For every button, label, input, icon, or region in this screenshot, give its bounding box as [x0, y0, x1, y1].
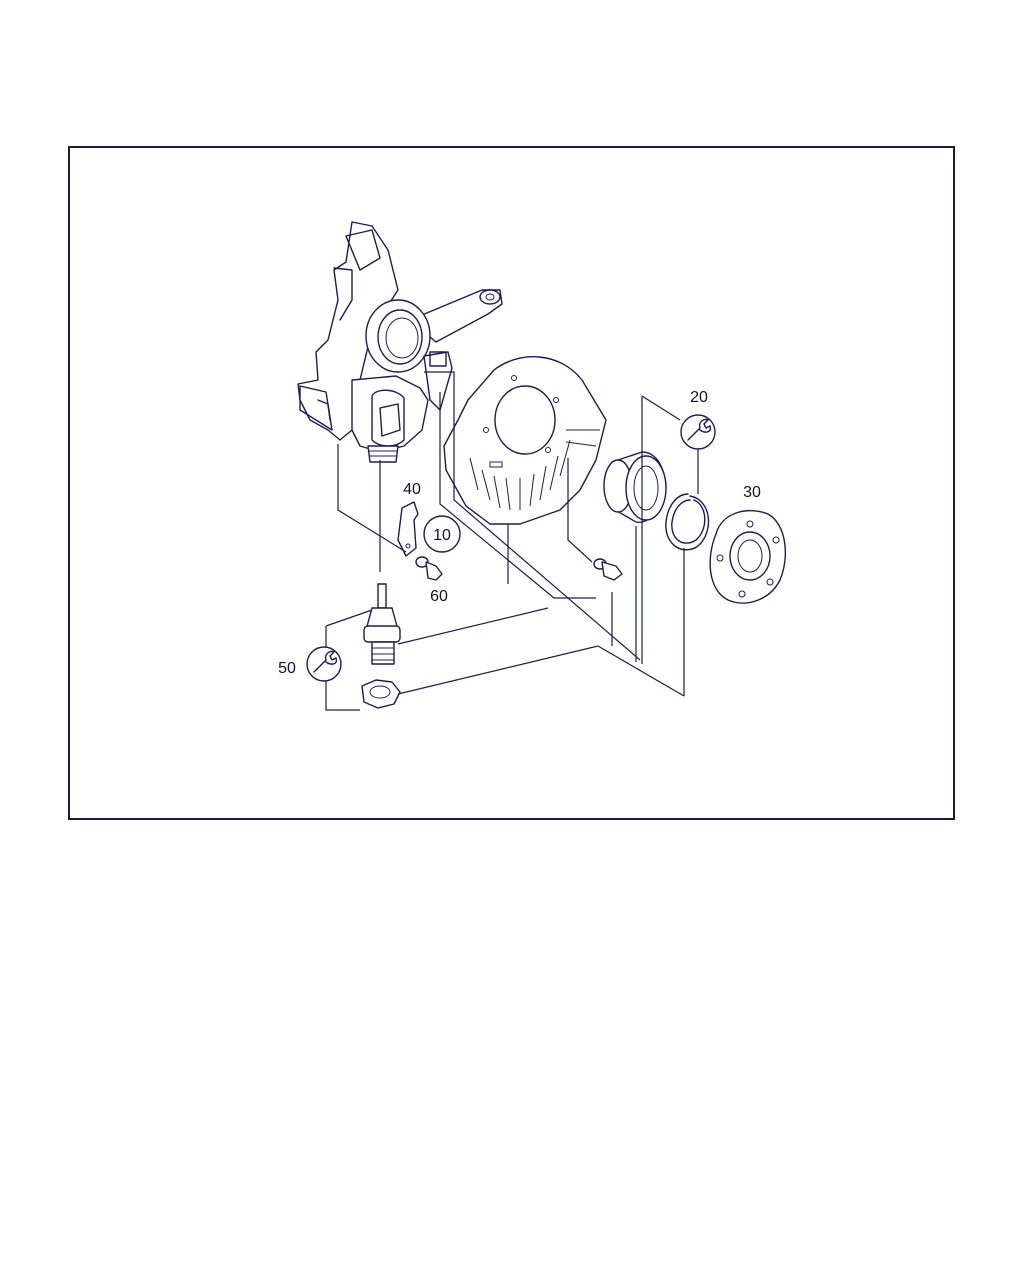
wrench-icon	[680, 414, 716, 450]
label-30: 30	[743, 484, 761, 501]
wrench-icon	[306, 646, 342, 682]
label-60: 60	[430, 588, 448, 605]
dust-shield	[443, 356, 607, 525]
steering-knuckle	[297, 221, 503, 463]
label-40: 40	[403, 481, 421, 498]
bolt-60	[415, 556, 443, 581]
ball-joint	[363, 583, 401, 665]
shield-bolt	[593, 558, 623, 581]
label-50: 50	[278, 660, 296, 677]
callout-10: 10	[423, 515, 461, 553]
wheel-bearing	[603, 451, 667, 523]
snap-ring	[665, 493, 710, 551]
bracket	[397, 501, 419, 557]
leader-lines	[325, 371, 699, 711]
wheel-hub	[709, 510, 787, 604]
label-10: 10	[433, 527, 451, 544]
label-20: 20	[690, 389, 708, 406]
castle-nut	[361, 679, 401, 709]
